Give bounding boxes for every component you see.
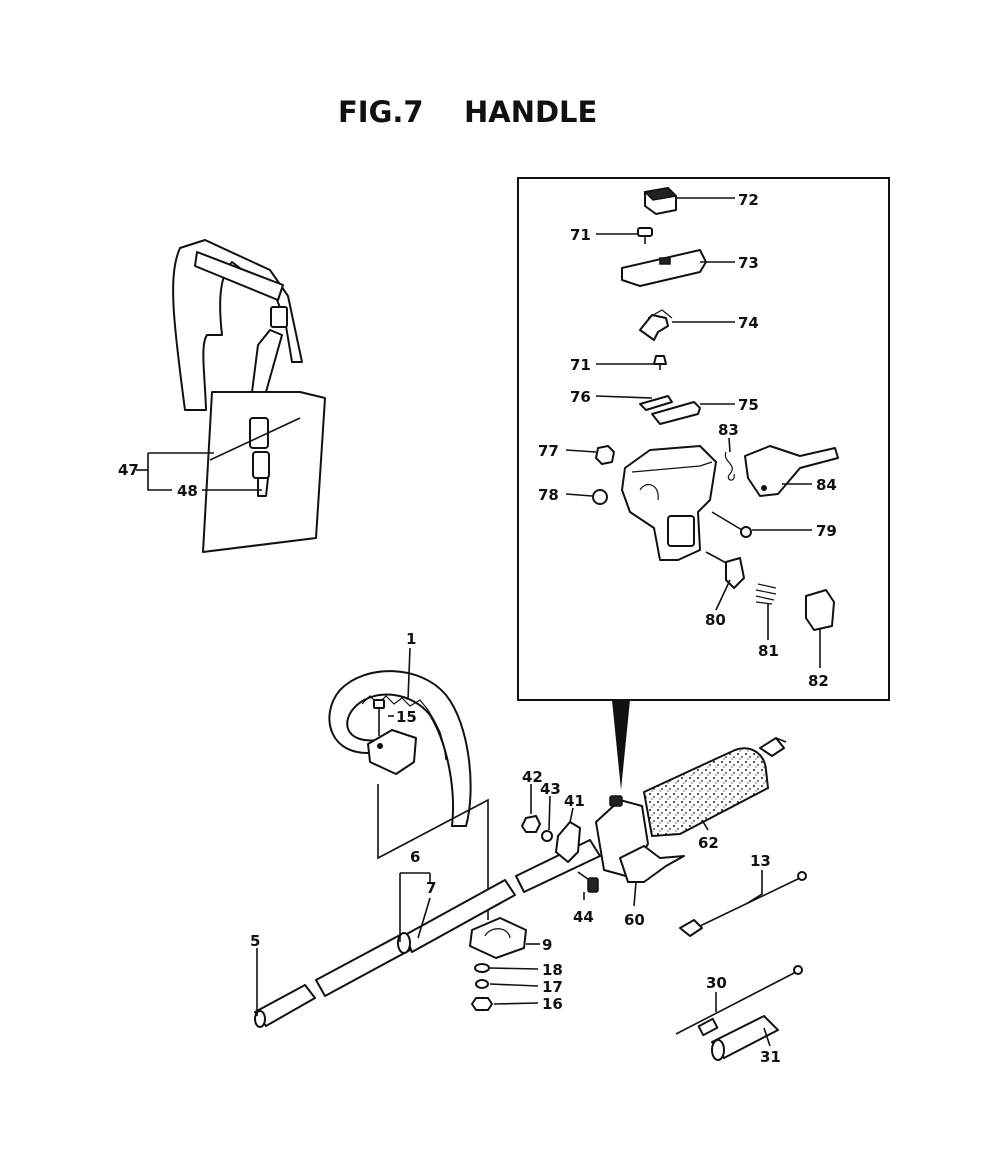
label-73: 73 [738,254,759,272]
drive-shaft [254,839,601,1028]
label-74: 74 [738,314,759,332]
label-5: 5 [250,932,260,950]
label-30: 30 [706,974,727,992]
throttle-grip [595,737,787,883]
label-31: 31 [760,1048,781,1066]
label-13: 13 [750,852,771,870]
label-72: 72 [738,191,759,209]
detail-inset-box [517,177,890,701]
label-71-upper: 71 [570,226,591,244]
label-60: 60 [624,911,645,929]
label-83: 83 [718,421,739,439]
label-75: 75 [738,396,759,414]
label-41: 41 [564,792,585,810]
label-62: 62 [698,834,719,852]
figure-title: FIG.7 HANDLE [338,95,597,129]
label-47: 47 [118,461,139,479]
label-42: 42 [522,768,543,786]
detail-pointer [612,700,630,790]
label-78: 78 [538,486,559,504]
label-15: 15 [396,708,417,726]
loop-handle [328,670,472,827]
label-81: 81 [758,642,779,660]
label-16: 16 [542,995,563,1013]
label-43: 43 [540,780,561,798]
shoulder-strap-assembly [172,239,326,553]
label-7: 7 [426,879,436,897]
label-6: 6 [410,848,420,866]
label-48: 48 [177,482,198,500]
label-9: 9 [542,936,552,954]
label-82: 82 [808,672,829,690]
label-44: 44 [573,908,594,926]
label-1: 1 [406,630,416,648]
label-76: 76 [570,388,591,406]
label-71-lower: 71 [570,356,591,374]
label-80: 80 [705,611,726,629]
label-17: 17 [542,978,563,996]
label-18: 18 [542,961,563,979]
label-79: 79 [816,522,837,540]
label-84: 84 [816,476,837,494]
label-77: 77 [538,442,559,460]
